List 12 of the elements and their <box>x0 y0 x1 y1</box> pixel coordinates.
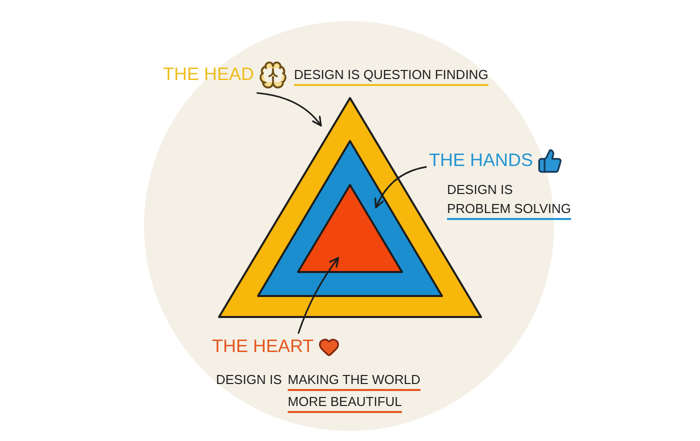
statement-text: MAKING THE WORLD MORE BEAUTIFUL <box>288 371 422 411</box>
heading-text: THE HEART <box>212 337 314 357</box>
statement-text: DESIGN IS QUESTION FINDING <box>294 66 488 84</box>
curved-arrow <box>374 166 427 208</box>
heading-text: THE HANDS <box>429 151 534 171</box>
heading-text: THE HEAD <box>163 65 254 85</box>
curved-arrow <box>256 92 322 127</box>
inner-triangle <box>297 184 403 273</box>
statement-text: DESIGN IS <box>216 371 282 389</box>
statement-text: DESIGN IS <box>447 181 513 199</box>
statement-text: PROBLEM SOLVING <box>447 200 572 218</box>
curved-arrow <box>298 257 340 334</box>
